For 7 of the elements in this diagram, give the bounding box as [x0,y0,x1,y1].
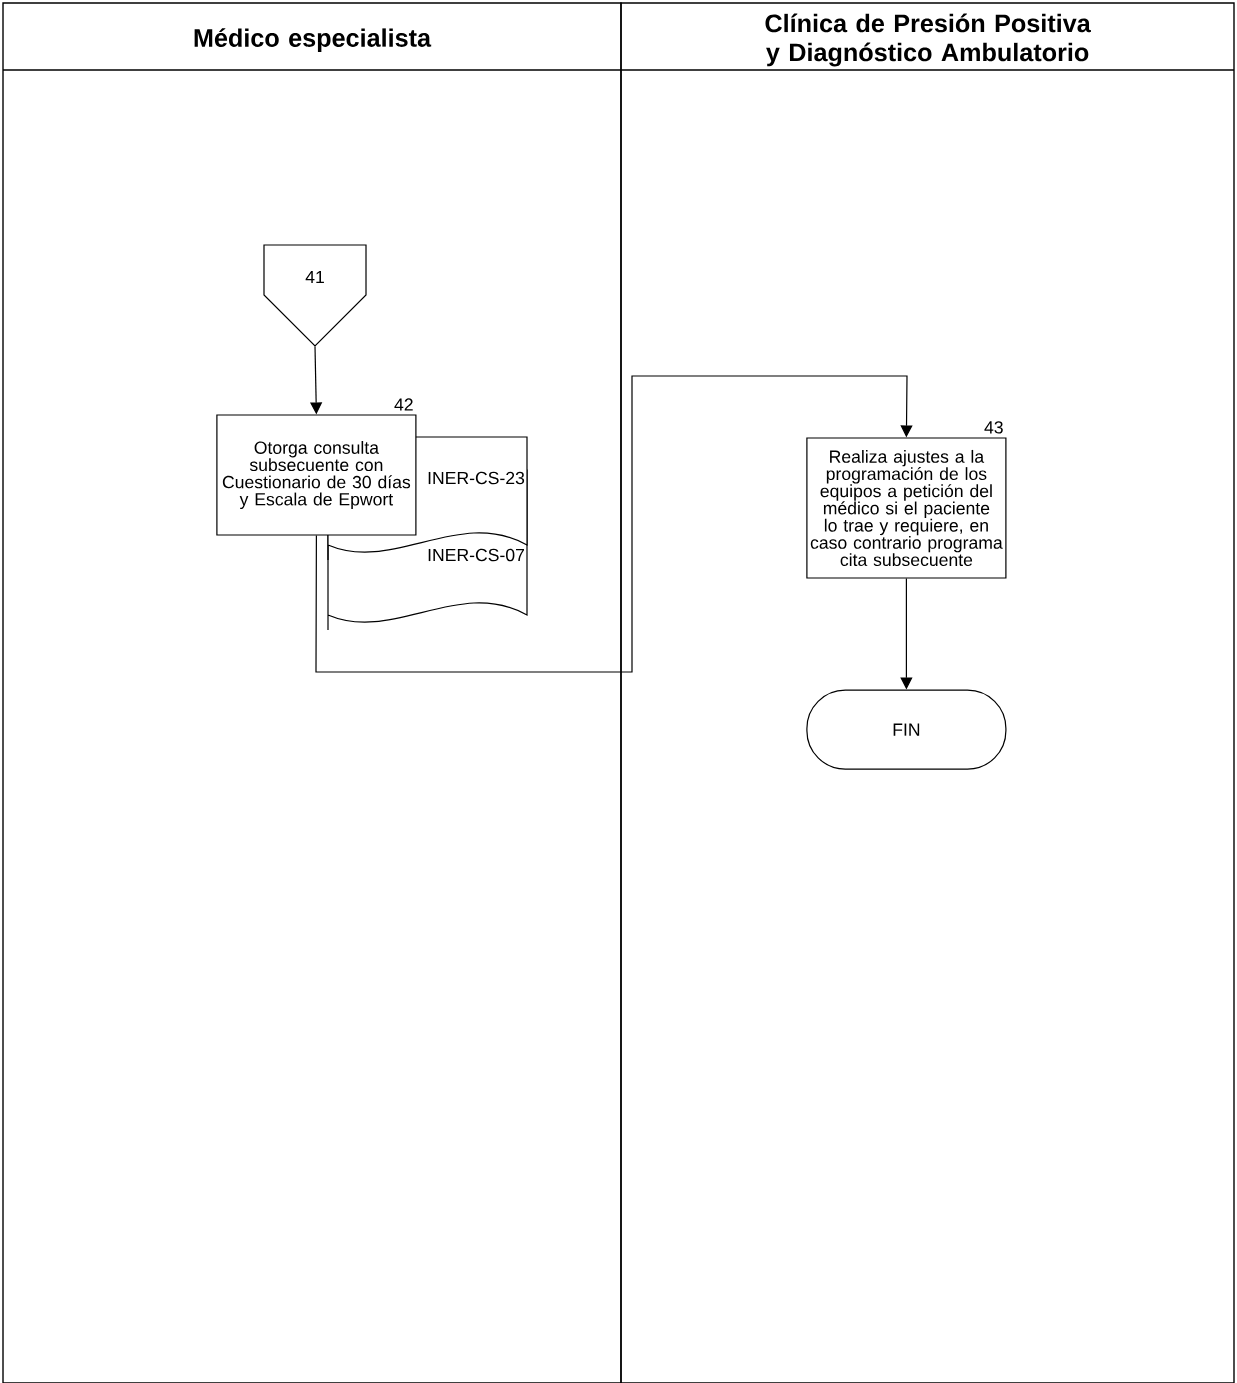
off-page-connector: 41 [263,244,367,347]
process-box: Realiza ajustes a la programación de los equipos a petición del médico si el paciente lo trae y requiere, en caso contrario programa cita subsecuente [806,437,1007,579]
step-number: 42 [394,398,413,411]
process-box: Otorga consulta subsecuente con Cuestionario de 30 días y Escala de Epwort [216,414,417,536]
step-number: 43 [984,421,1003,434]
terminator: FIN [806,689,1007,770]
arrow [315,375,913,673]
